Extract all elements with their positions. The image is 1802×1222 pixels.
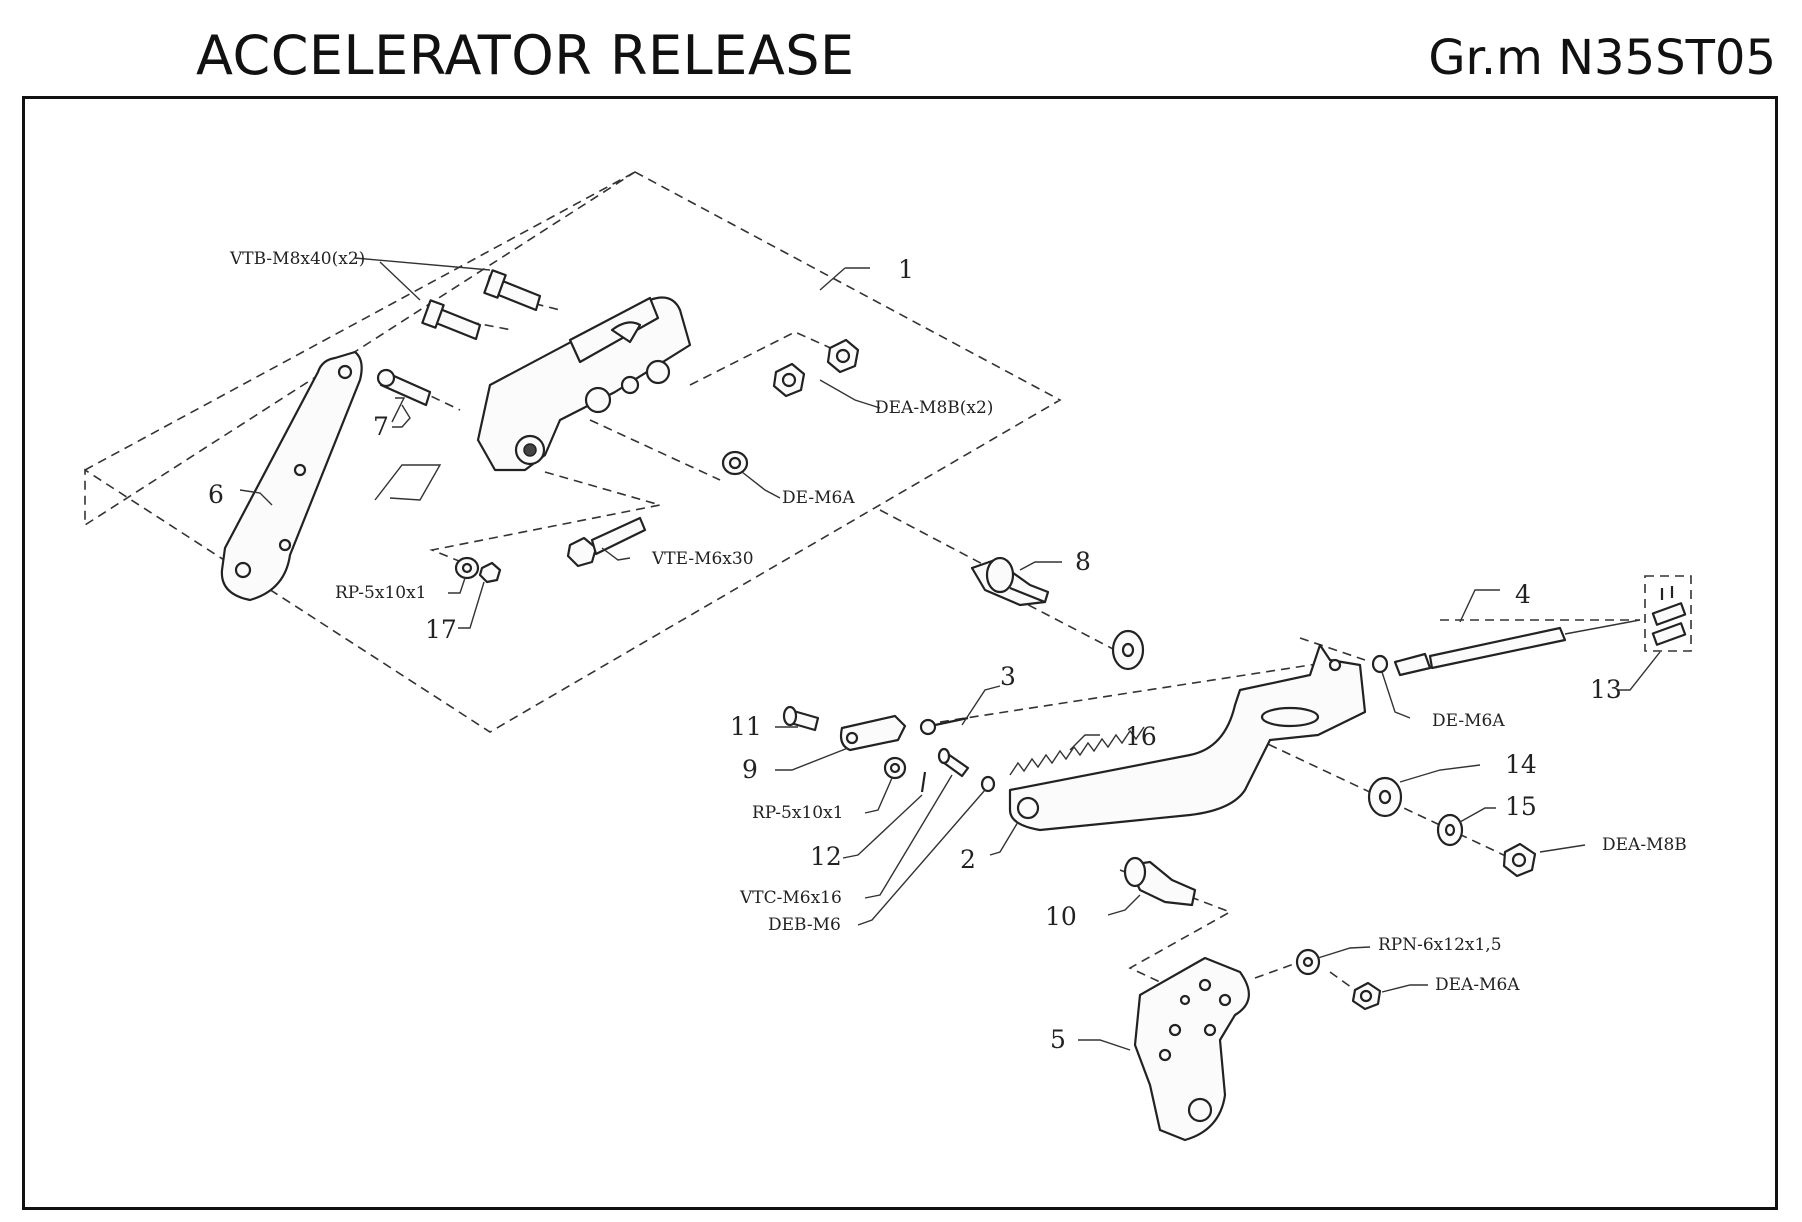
callout-17: 17 xyxy=(425,615,457,644)
callout-9: 9 xyxy=(742,755,758,784)
hardware-labels: VTB-M8x40(x2) DEA-M8B(x2) DE-M6A VTE-M6x… xyxy=(229,249,1687,995)
part-1-bracket xyxy=(476,296,692,472)
callout-14: 14 xyxy=(1505,750,1537,779)
part-12-split-pin xyxy=(920,771,927,793)
nut-deb-m6 xyxy=(980,775,996,793)
nuts-dea-m8b-x2 xyxy=(772,338,860,398)
nut-de-m6a-top xyxy=(721,450,749,476)
label-vtb-m8x40: VTB-M8x40(x2) xyxy=(229,249,365,269)
callout-2: 2 xyxy=(960,845,976,874)
bolt-vte-m6x30 xyxy=(566,516,647,568)
label-rpn-6x12x1-5: RPN-6x12x1,5 xyxy=(1378,935,1502,955)
part-4-cable xyxy=(1393,619,1641,677)
callout-15: 15 xyxy=(1505,792,1537,821)
assembly-1-boundary xyxy=(84,171,1062,733)
diagram-title: ACCELERATOR RELEASE xyxy=(196,24,855,87)
label-dea-m8b-x2: DEA-M8B(x2) xyxy=(875,398,993,418)
part-10-shaft xyxy=(1123,856,1197,907)
part-9-clevis xyxy=(839,714,907,752)
bolt-vtc-m6x16 xyxy=(937,747,970,778)
washer-rpn-and-nut-dea-m6a xyxy=(1295,948,1382,1011)
callout-6: 6 xyxy=(208,480,224,509)
label-dea-m6a-bottom: DEA-M6A xyxy=(1435,975,1520,995)
callout-13: 13 xyxy=(1590,675,1622,704)
callout-7: 7 xyxy=(373,412,389,441)
callout-10: 10 xyxy=(1045,902,1077,931)
callout-4: 4 xyxy=(1515,580,1531,609)
label-rp-5x10x1-mid: RP-5x10x1 xyxy=(752,803,844,823)
label-vte-m6x30: VTE-M6x30 xyxy=(651,549,754,569)
part-6-lever-arm xyxy=(220,350,363,602)
label-rp-5x10x1-top: RP-5x10x1 xyxy=(335,583,427,603)
part-number-labels: 1 2 3 4 5 6 7 8 9 10 11 12 13 14 15 16 1… xyxy=(208,255,1622,1054)
callout-3: 3 xyxy=(1000,662,1016,691)
part-3-rod xyxy=(919,716,969,736)
bolts-vtb-m8x40 xyxy=(421,269,542,341)
part-13-clip-kit xyxy=(1644,575,1692,652)
label-dea-m8b: DEA-M8B xyxy=(1602,835,1687,855)
label-vtc-m6x16: VTC-M6x16 xyxy=(739,888,842,908)
part-2-pedal-lever xyxy=(1008,643,1367,832)
callout-11: 11 xyxy=(730,712,762,741)
label-de-m6a-right: DE-M6A xyxy=(1432,711,1505,731)
callout-5: 5 xyxy=(1050,1025,1066,1054)
callout-12: 12 xyxy=(810,842,842,871)
label-de-m6a-top: DE-M6A xyxy=(782,488,855,508)
nut-dea-m8b xyxy=(1502,842,1537,878)
washer-and-nut-17 xyxy=(454,556,502,584)
part-16-spring xyxy=(1009,726,1145,776)
diagram-frame xyxy=(22,96,1778,1210)
group-code: Gr.m N35ST05 xyxy=(1428,30,1776,86)
washers-14-15 xyxy=(1367,776,1464,847)
part-7-pin xyxy=(376,368,432,407)
part-8-stud xyxy=(970,556,1050,607)
callout-16: 16 xyxy=(1125,722,1157,751)
nut-de-m6a-right xyxy=(1371,654,1389,674)
callout-1: 1 xyxy=(898,255,914,284)
part-11-pin xyxy=(782,705,820,732)
label-deb-m6: DEB-M6 xyxy=(768,915,841,935)
callout-8: 8 xyxy=(1075,547,1091,576)
leader-lines xyxy=(239,257,1661,1051)
part-5-base-plate xyxy=(1133,956,1250,1142)
